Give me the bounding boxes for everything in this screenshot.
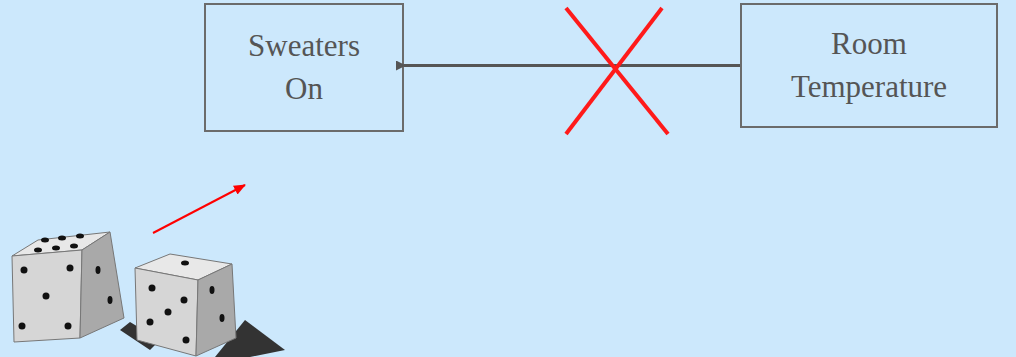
pointer-arrow (153, 185, 245, 233)
causal-arrow (404, 64, 740, 67)
box-label: Sweaters On (239, 25, 369, 111)
dice-illustration (12, 232, 285, 357)
box-label: Room Temperature (769, 23, 969, 109)
cross-mark (566, 8, 668, 134)
process-box: Sweaters On (204, 3, 404, 132)
process-box: Room Temperature (740, 3, 998, 128)
